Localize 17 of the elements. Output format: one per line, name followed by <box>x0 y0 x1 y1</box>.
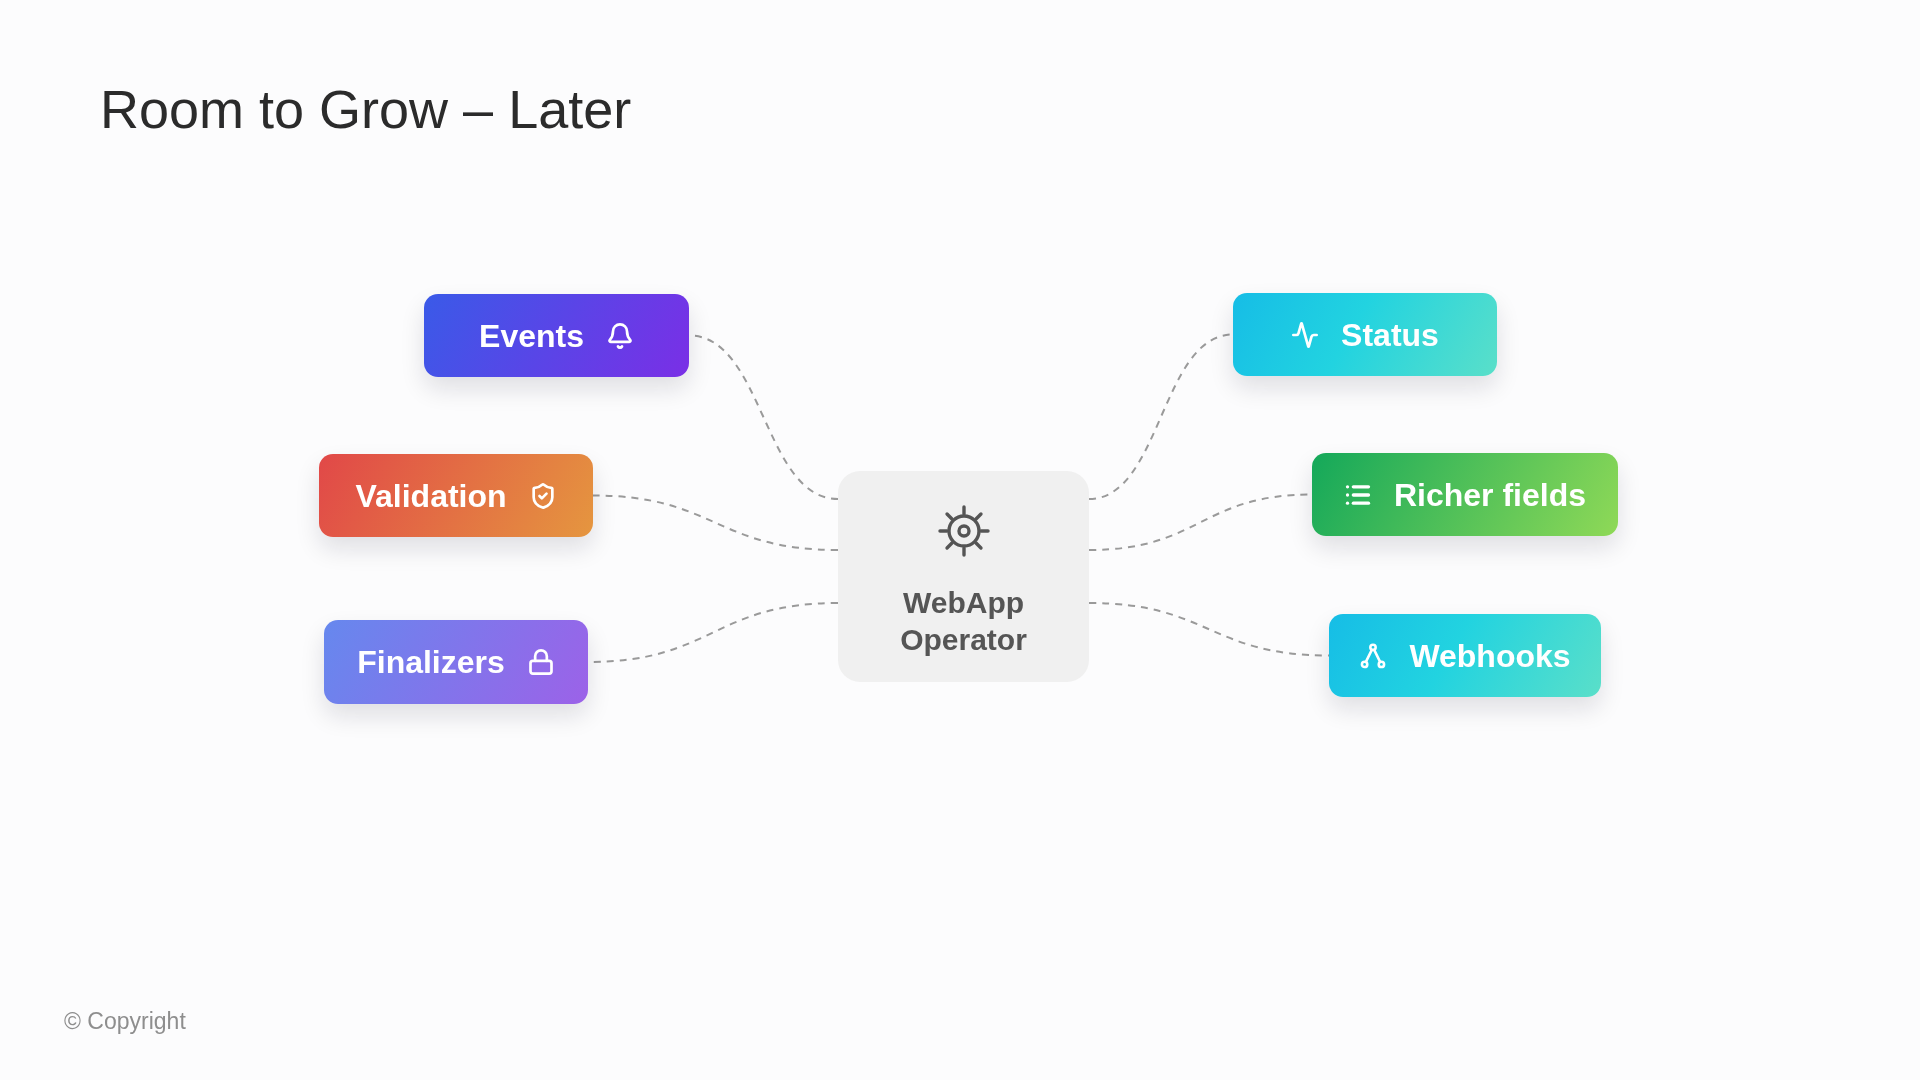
feature-box <box>1329 614 1601 697</box>
node-label: Events <box>479 319 584 352</box>
node-label: Validation <box>355 479 507 512</box>
feature-box <box>1233 293 1497 376</box>
node-label: WebApp Operator <box>899 584 1028 658</box>
node-label: Webhooks <box>1409 639 1571 672</box>
feature-box <box>324 620 588 704</box>
feature-box <box>319 454 593 537</box>
feature-box <box>424 294 689 377</box>
copyright-notice: © Copyright <box>64 1008 186 1035</box>
dashed-connector <box>592 494 839 551</box>
operator-box <box>838 471 1089 682</box>
node-label: Finalizers <box>357 646 505 678</box>
feature-box <box>1312 453 1618 536</box>
node-label: Status <box>1341 318 1439 351</box>
title: Room to Grow – Later <box>100 80 632 140</box>
node-label: Richer fields <box>1393 478 1587 511</box>
